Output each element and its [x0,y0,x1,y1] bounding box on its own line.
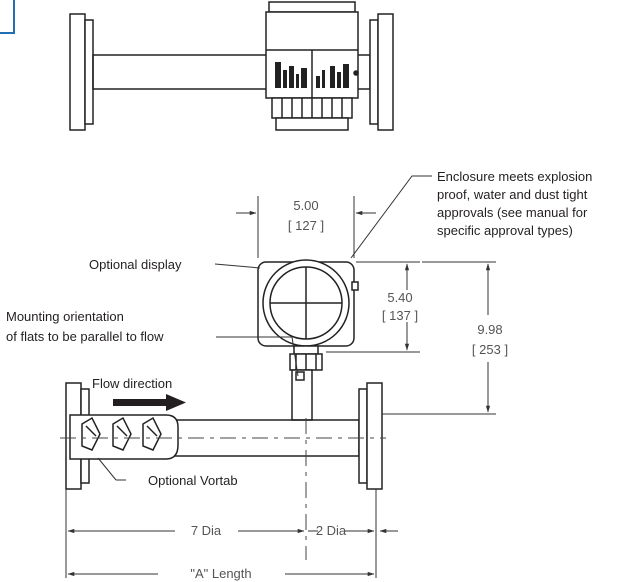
corner-bracket [0,0,15,34]
upstream-length-label: 7 Dia [191,523,222,538]
width-dimension-value: 5.00 [293,198,318,213]
leader-lines [97,175,432,481]
flow-direction-label: Flow direction [92,376,172,391]
enclosure-height-value: 5.40 [387,290,412,305]
downstream-length-label: 2 Dia [316,523,347,538]
flow-direction-arrow [113,394,186,411]
overall-length-label: "A" Length [190,566,251,581]
top-view [69,1,394,131]
dimension-lines [65,196,496,578]
nameplate-graphic [275,62,349,88]
optional-vortab-label: Optional Vortab [148,473,238,488]
total-height-value: 9.98 [477,322,502,337]
mounting-orientation-label: Mounting orientation of flats to be para… [6,309,164,344]
width-dimension-metric: [ 127 ] [288,218,324,233]
enclosure-height-metric: [ 137 ] [382,308,418,323]
optional-display-label: Optional display [89,257,182,272]
total-height-metric: [ 253 ] [472,342,508,357]
enclosure-note: Enclosure meets explosion proof, water a… [437,169,596,238]
side-view [65,259,383,490]
